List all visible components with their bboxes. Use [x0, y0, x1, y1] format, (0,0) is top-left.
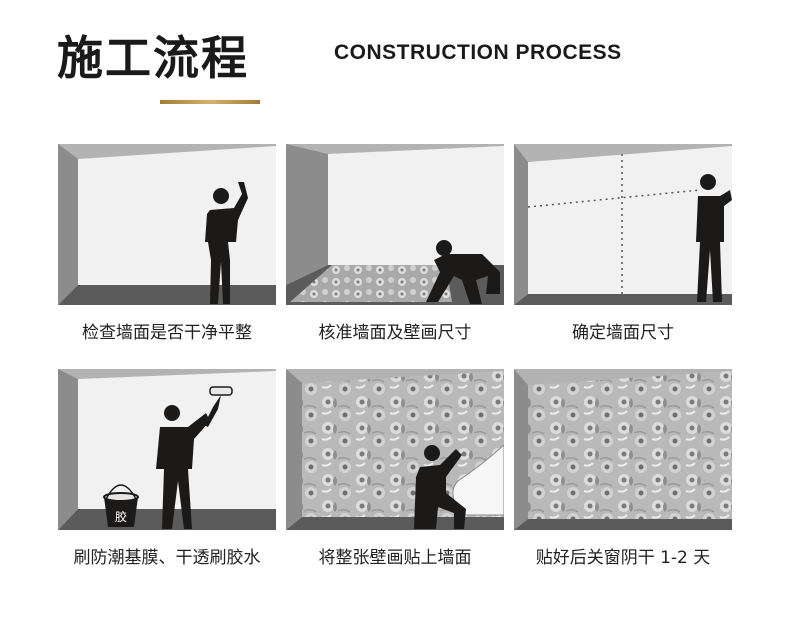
step-6-label: 贴好后关窗阴干 1-2 天 [535, 548, 711, 568]
step-2-label: 核准墙面及壁画尺寸 [318, 323, 472, 343]
step-1-label: 检查墙面是否干净平整 [82, 323, 252, 343]
step-4-illustration: 胶 [58, 369, 276, 530]
roller-worker-icon [156, 386, 233, 529]
title-underline [160, 100, 260, 104]
pasting-worker-icon [414, 445, 466, 529]
step-5-illustration [286, 369, 504, 530]
page-title-en: CONSTRUCTION PROCESS [334, 41, 622, 64]
step-1-illustration [58, 144, 276, 305]
step-4-label: 刷防潮基膜、干透刷胶水 [73, 548, 261, 568]
step-6-illustration [514, 369, 732, 530]
measuring-worker-icon [696, 174, 732, 302]
step-3-label: 确定墙面尺寸 [572, 323, 674, 343]
kneeling-worker-icon [426, 240, 500, 304]
step-3-illustration [514, 144, 732, 305]
step-2-illustration [286, 144, 504, 305]
page-title-cn: 施工流程 [57, 31, 249, 85]
glue-bucket-icon [103, 484, 139, 527]
worker-silhouette-icon [205, 182, 248, 304]
step-5-label: 将整张壁画贴上墙面 [318, 548, 472, 568]
glue-bucket-label: 胶 [114, 510, 127, 524]
